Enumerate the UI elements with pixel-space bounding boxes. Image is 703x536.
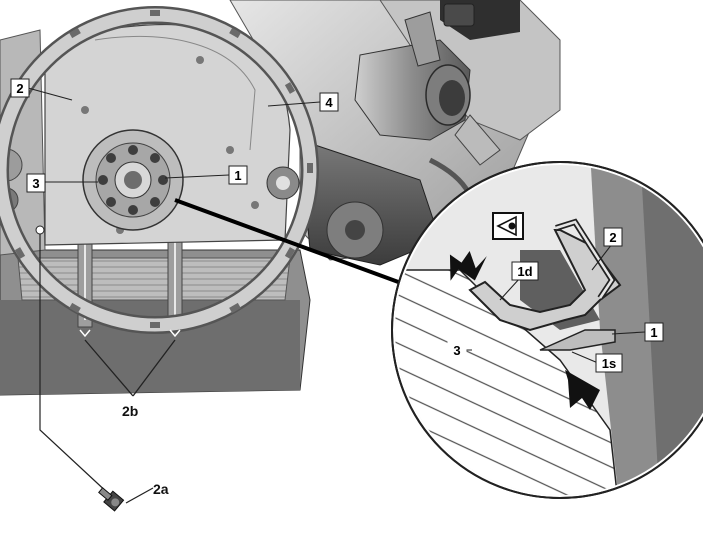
detail-label-1s: 1s xyxy=(595,353,623,373)
crankshaft-hub xyxy=(82,129,184,231)
detail-label-1d: 1d xyxy=(511,261,539,281)
leader-2b xyxy=(79,329,181,397)
detail-3-text: 3 xyxy=(453,343,460,358)
bolt-2a xyxy=(35,225,154,512)
callout-1: 1 xyxy=(228,165,248,185)
label-2a: 2a xyxy=(153,481,169,497)
callout-2-label: 2 xyxy=(16,81,23,96)
detail-1-text: 1 xyxy=(650,325,657,340)
callout-leaders xyxy=(27,87,321,183)
callout-4: 4 xyxy=(319,92,339,112)
zoom-connector-line xyxy=(174,198,421,292)
label-2b: 2b xyxy=(122,403,138,419)
detail-1d-text: 1d xyxy=(517,264,532,279)
eye-view-icon xyxy=(492,212,524,240)
callout-3: 3 xyxy=(26,173,46,193)
detail-label-2: 2 xyxy=(603,227,623,247)
direction-arrow-icon xyxy=(449,250,600,410)
callout-4-label: 4 xyxy=(325,95,333,110)
callout-2: 2 xyxy=(10,78,30,98)
detail-1s-text: 1s xyxy=(602,356,616,371)
detail-2-text: 2 xyxy=(609,230,616,245)
callout-3-label: 3 xyxy=(32,176,39,191)
callout-1-label: 1 xyxy=(234,168,241,183)
detail-label-3: 3 xyxy=(447,340,467,360)
detail-label-1: 1 xyxy=(644,322,664,342)
